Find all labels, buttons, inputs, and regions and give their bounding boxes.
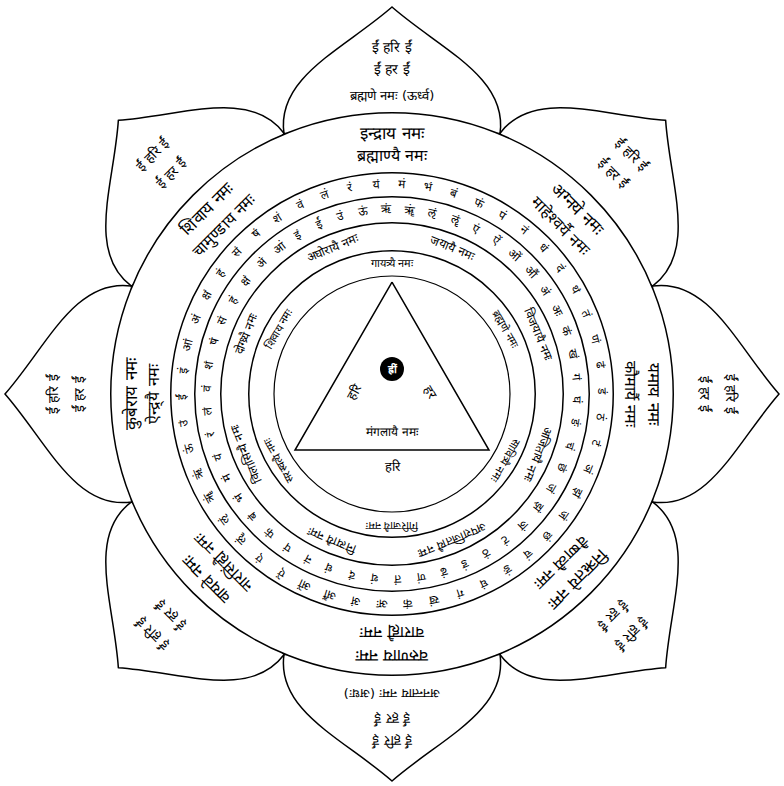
mantra-text: हरि (385, 460, 400, 473)
yantra-ring: अंआंइंईंउंऊंऋंॠंऌंॡंएंऐंओंऔंअंअःकंखंगंघं… (194, 196, 590, 592)
mantra-text: हर (421, 384, 438, 401)
yantra-ring: शिवाय नमःगायत्र्यै नमःब्रह्मणे नमःसावित्… (248, 250, 536, 538)
deity-mantra: कुबेराय नमः (123, 358, 140, 429)
yantra-ring: अघोरायै नमःजयायै नमःविजयायै नमःअजितायै न… (220, 222, 564, 566)
mantra-text: ईं हर ईं (374, 712, 410, 726)
mantra-text: ईं हरि ईं (46, 374, 60, 414)
yantra-ring: क्षंहंसंषंशंवंलंरंयंमंभंबंफंपंनंधंदंथंतं… (170, 172, 614, 616)
bija-syllable: ईं (176, 394, 188, 400)
mantra-text: ईं हर ईं (374, 62, 410, 76)
bija-syllable: वं (201, 385, 213, 392)
mantra-text: अनन्ताय नमः (अधः) (344, 687, 440, 700)
bija-syllable: तं (394, 573, 401, 585)
bija-syllable: णं (416, 570, 427, 583)
triangle: हरि हर हरि मंगलायै नमः ह्रीं (280, 282, 504, 506)
bija-syllable: ऋं (381, 203, 391, 215)
bija-syllable: लं (201, 407, 214, 416)
mantra-text: ईं हर ईं (72, 376, 86, 412)
mantra-text: गायत्र्यै नमः (371, 258, 414, 269)
bija-syllable: यं (372, 178, 380, 191)
deity-mantra: वाराह्यै नमः (360, 624, 424, 640)
bija-circle: ह्रीं (380, 357, 404, 381)
bija-syllable: थं (370, 572, 379, 585)
bija-syllable: इं (177, 367, 190, 374)
bija-syllable: ढं (594, 360, 607, 369)
bija-syllable: घं (571, 396, 583, 403)
deity-mantra: कौमार्यै नमः (622, 361, 638, 427)
mantra-text: गिरिजायै नमः (366, 520, 419, 531)
mantra-text: ईं हरि ईं (372, 40, 412, 54)
deity-mantra: ब्रह्माण्यै नमः (357, 148, 427, 164)
mantra-text: ईं हर ईं (698, 376, 712, 412)
mantra-text: मंगलायै नमः (366, 426, 418, 438)
bija-syllable: ङं (568, 418, 581, 428)
bija-syllable: खं (566, 347, 580, 359)
mantra-text: ईं हरि ईं (724, 374, 738, 414)
deity-mantra: ऐन्द्र्यै नमः (146, 364, 162, 423)
bija-syllable: ॠं (404, 203, 415, 216)
bija-syllable: डं (596, 388, 608, 394)
bija-mantra: ह्रीं (388, 364, 397, 375)
deity-mantra: यमाय नमः (645, 363, 662, 424)
shape-outline (248, 250, 536, 538)
bija-syllable: गं (570, 373, 583, 381)
bija-syllable: कं (403, 597, 413, 610)
mantra-text: ईं हरि ईं (372, 734, 412, 748)
bija-syllable: शं (203, 360, 216, 370)
deity-mantra: वरुणाय नमः (356, 647, 428, 664)
bija-syllable: ऊं (358, 205, 369, 218)
bija-syllable: अं (350, 594, 361, 607)
deity-mantra: इन्द्राय नमः (360, 125, 423, 142)
mantra-text: हरि (345, 382, 364, 401)
bija-syllable: अः (376, 597, 388, 610)
bija-syllable: आं (181, 337, 195, 351)
bija-syllable: मं (398, 178, 406, 190)
yantra-ring: इन्द्राय नमःब्रह्माण्यै नमःअग्नये नमःमाह… (110, 112, 674, 676)
mantra-text: ब्रह्मणे नमः (ऊर्ध्व) (350, 89, 434, 102)
